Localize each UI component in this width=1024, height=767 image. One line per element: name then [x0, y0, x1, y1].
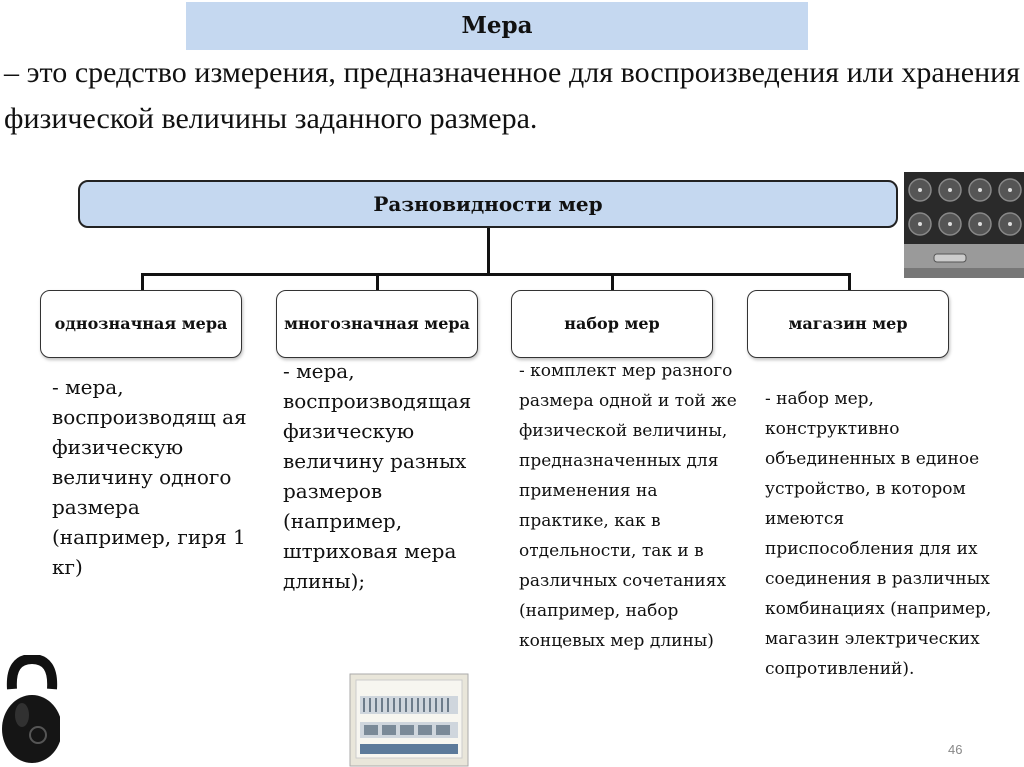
category-measure-store: магазин мер	[747, 290, 949, 358]
gauge-block-set-photo	[348, 672, 470, 767]
description-multi-value-measure: - мера, воспроизводящая физическую велич…	[283, 356, 501, 596]
diagram-root-box: Разновидности мер	[78, 180, 898, 228]
description-measure-store: - набор мер, конструктивно объединенных …	[765, 384, 995, 684]
page-number: 46	[948, 742, 962, 757]
category-multi-value-measure: многозначная мера	[276, 290, 478, 358]
resistance-box-photo	[900, 168, 1024, 283]
connector-branch-1	[141, 273, 144, 291]
category-single-value-measure: однозначная мера	[40, 290, 242, 358]
description-measure-set: - комплект мер разного размера одной и т…	[519, 356, 741, 656]
definition-text: – это средство измерения, предназначенно…	[4, 50, 1020, 142]
connector-branch-2	[376, 273, 379, 291]
connector-trunk	[487, 228, 490, 275]
category-measure-set: набор мер	[511, 290, 713, 358]
connector-horizontal	[141, 273, 851, 276]
slide-title: Мера	[186, 2, 808, 50]
description-single-value-measure: - мера, воспроизводящ ая физическую вели…	[52, 372, 248, 582]
kettlebell-photo	[0, 655, 60, 765]
connector-branch-3	[611, 273, 614, 291]
connector-branch-4	[848, 273, 851, 291]
